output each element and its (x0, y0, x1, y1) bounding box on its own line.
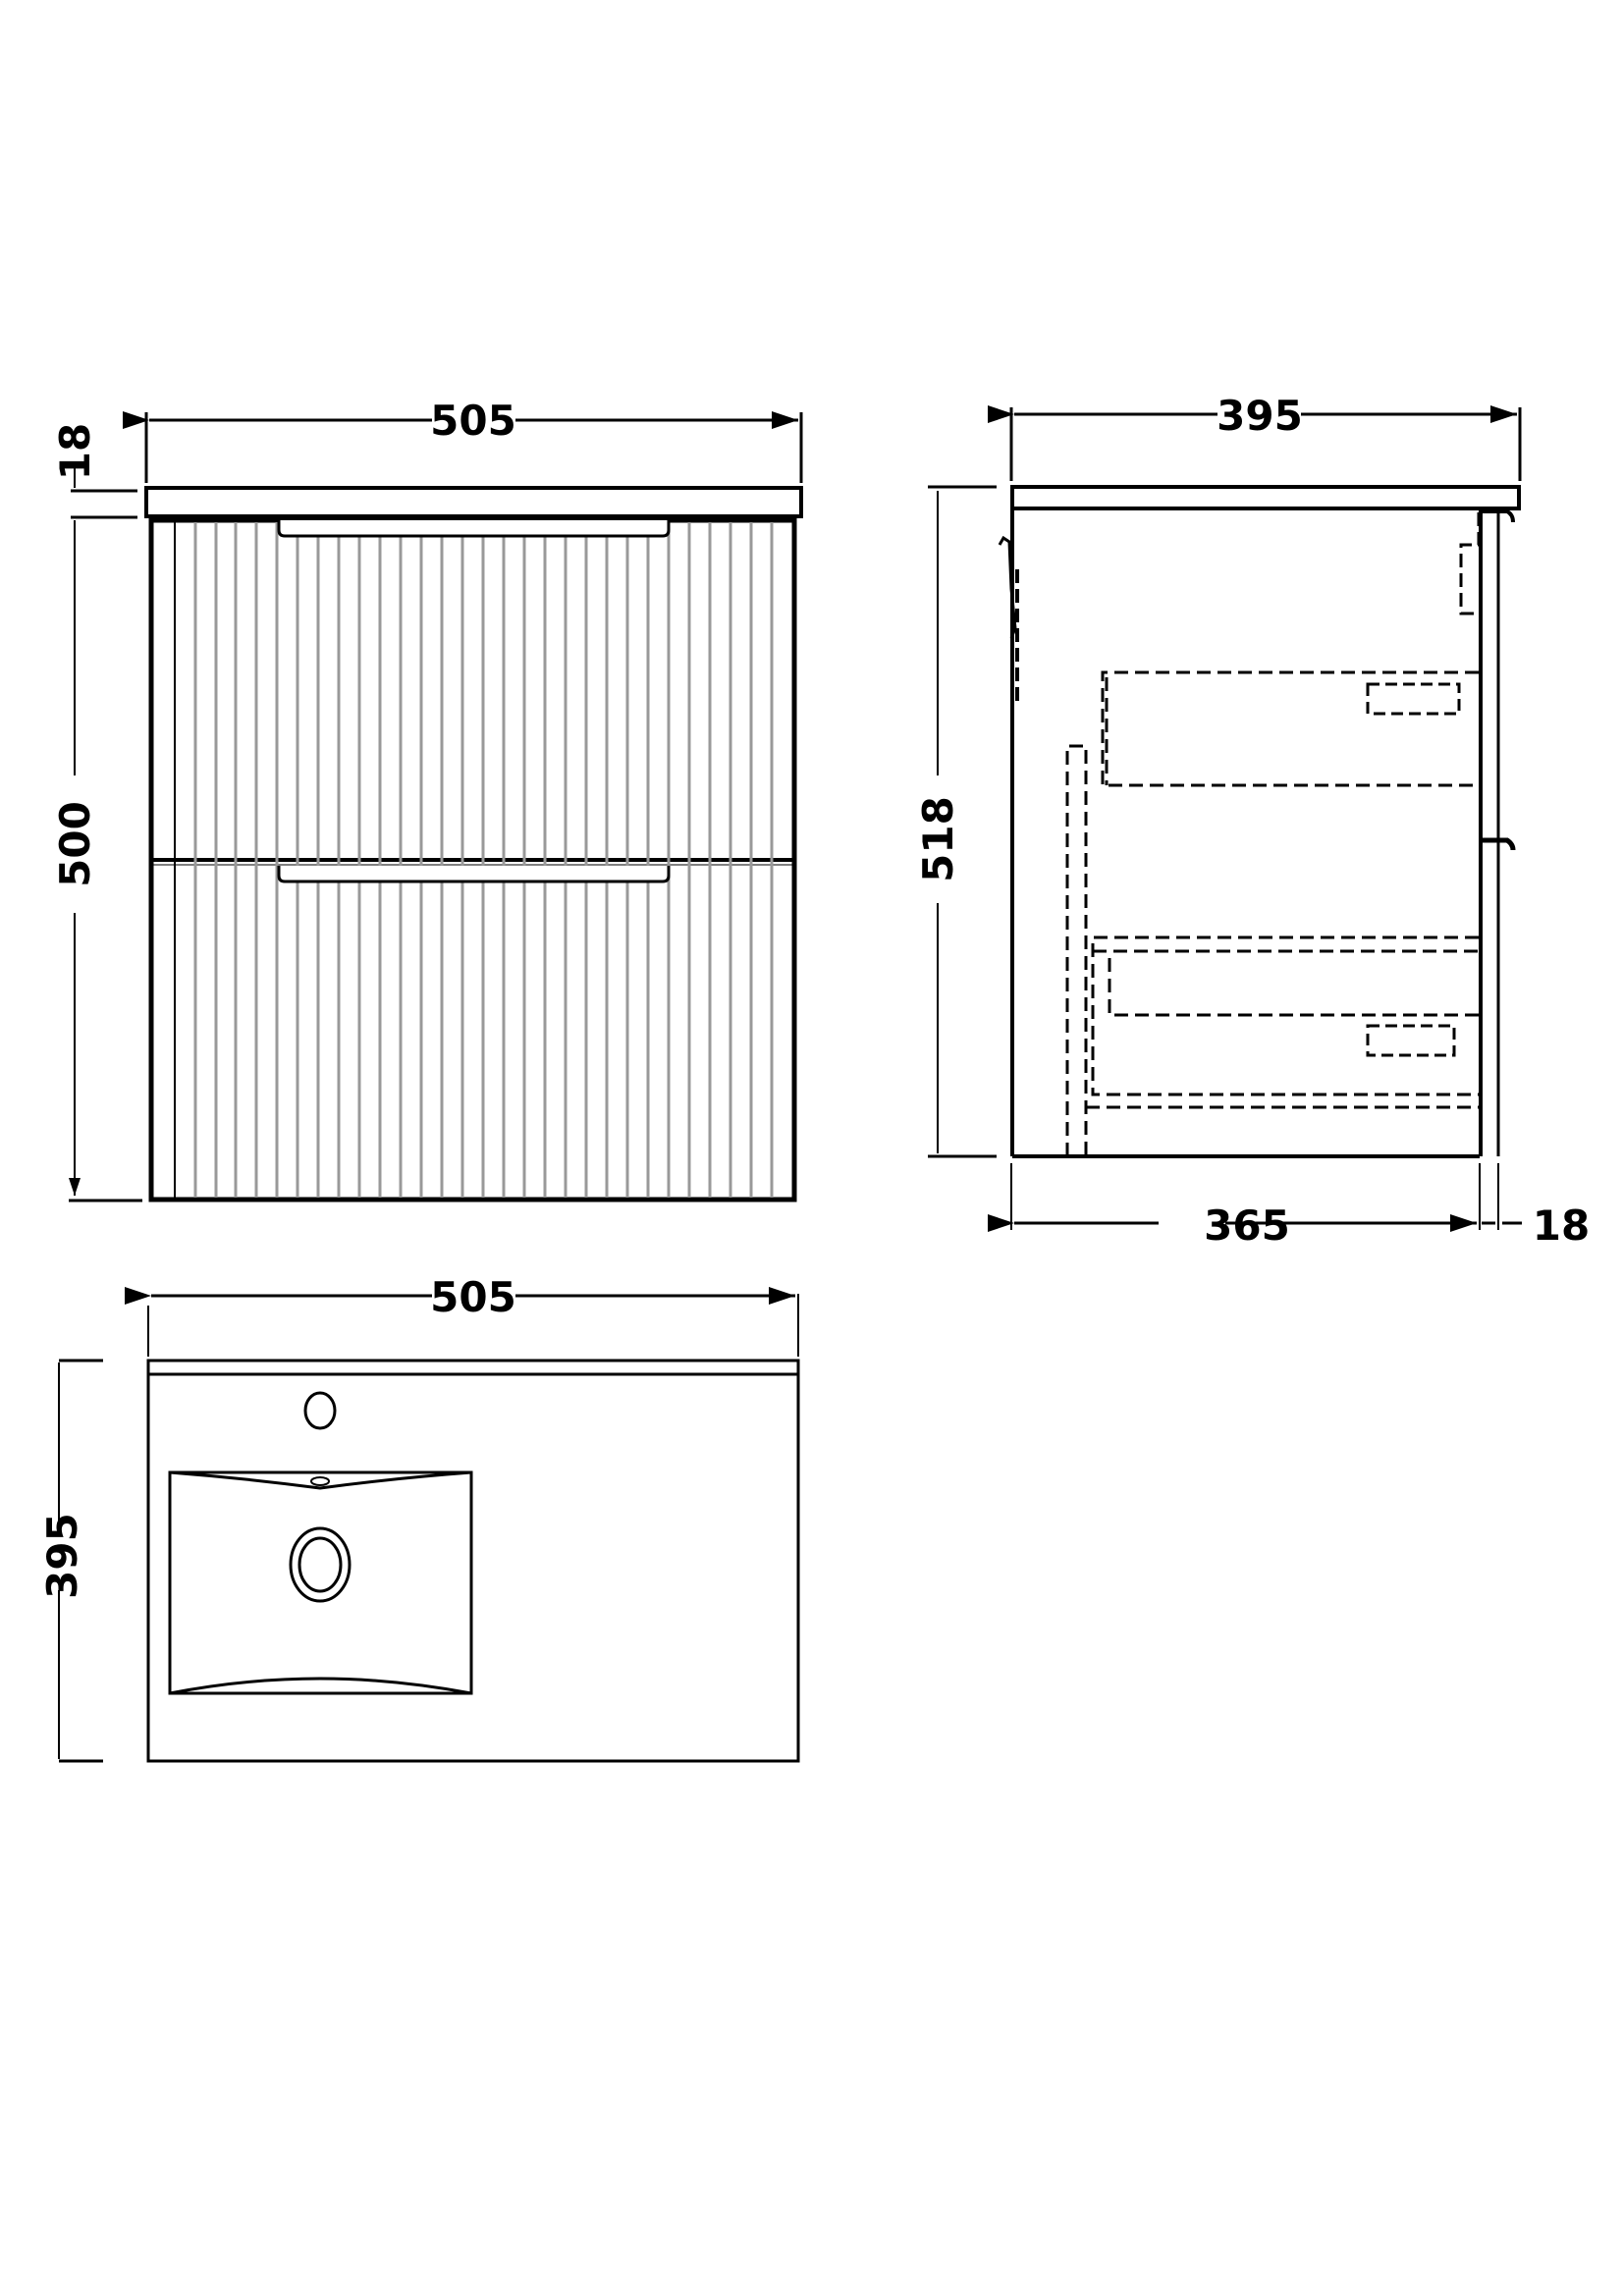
worktop (144, 486, 803, 518)
top-drawer-handle (277, 520, 671, 538)
side-depth-dimension: 395 (1217, 392, 1303, 440)
plan-width-dimension: 505 (430, 1273, 516, 1321)
front-view: 505 18 500 (51, 397, 803, 1202)
overflow (310, 1476, 330, 1486)
bottom-drawer-outline (1091, 935, 1479, 1096)
side-worktop (1010, 485, 1521, 510)
plan-view: 505 395 (38, 1273, 800, 1763)
fluted-front (174, 522, 774, 1198)
front-width-dimension: 505 (430, 397, 516, 445)
worktop-thickness-dimension: 18 (51, 423, 99, 480)
side-view: 395 518 (914, 392, 1590, 1250)
basin-bowl (168, 1470, 473, 1695)
tap-hole (303, 1391, 337, 1430)
front-height-dimension: 500 (51, 801, 99, 887)
basin-outline (146, 1359, 800, 1763)
waste-outer (289, 1526, 352, 1603)
side-height-dimension: 518 (914, 796, 962, 882)
wall-bracket (998, 535, 1017, 639)
hinge-outline (1459, 512, 1481, 615)
top-drawer-outline (1101, 670, 1479, 787)
back-panel-outline (1065, 744, 1088, 1156)
door-thickness-dimension: 18 (1533, 1201, 1590, 1250)
side-handle (1481, 837, 1516, 851)
carcass-depth-dimension: 365 (1204, 1201, 1290, 1250)
plan-depth-dimension: 395 (38, 1513, 86, 1599)
waste-inner (298, 1536, 343, 1593)
bottom-drawer-handle (277, 866, 671, 883)
